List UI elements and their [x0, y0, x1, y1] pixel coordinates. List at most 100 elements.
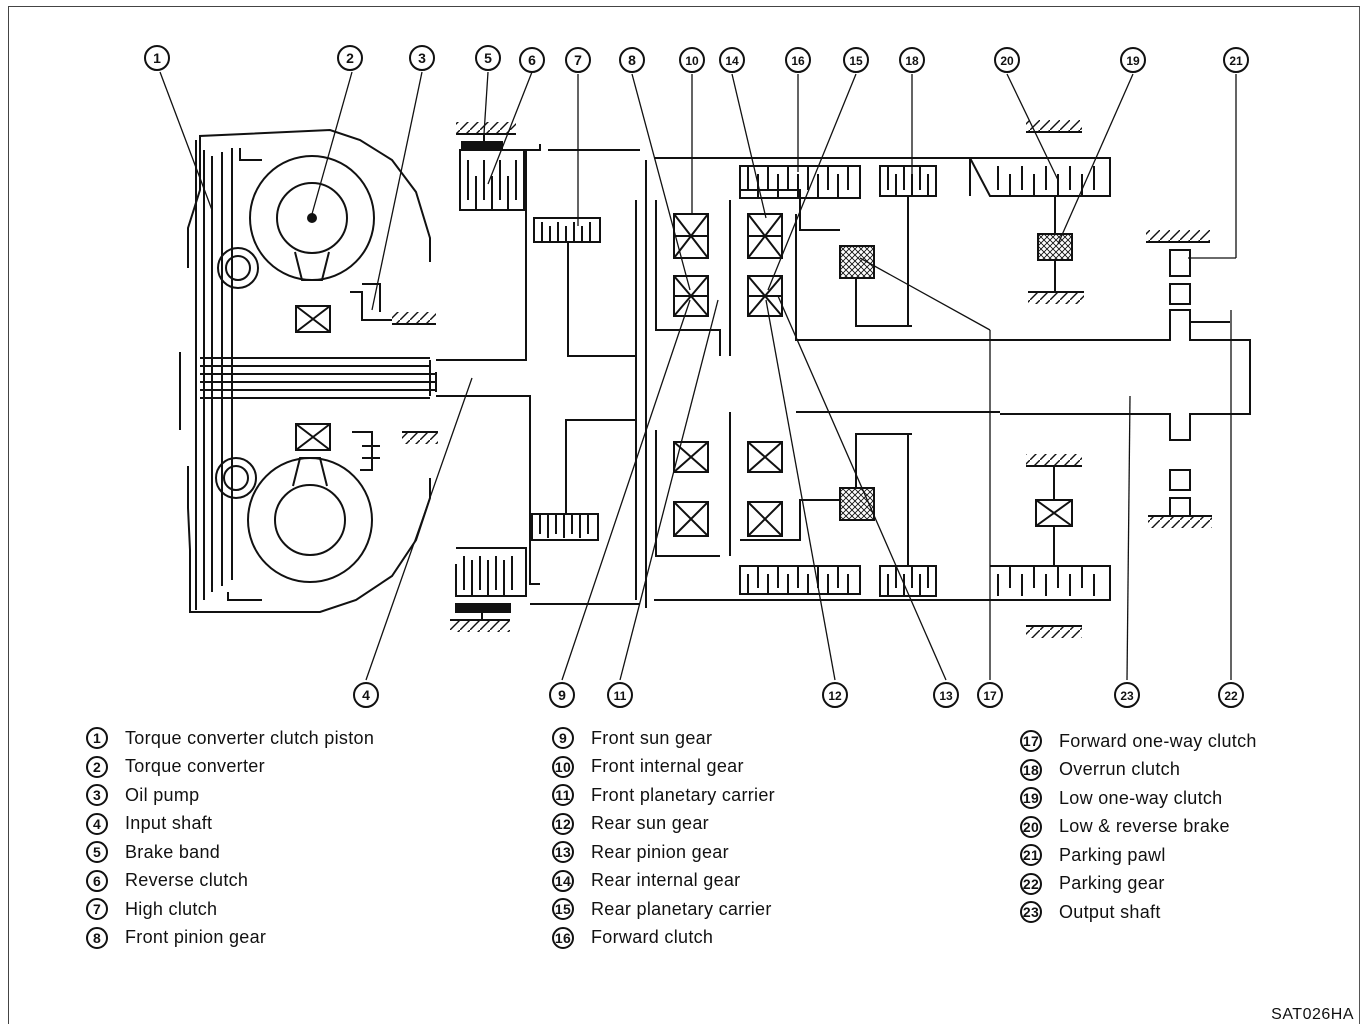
- callout-circle: [933, 682, 959, 708]
- callout-19: 19: [1120, 47, 1146, 73]
- legend-label: Rear internal gear: [591, 870, 741, 891]
- legend-label: High clutch: [125, 898, 218, 919]
- callout-18: 18: [899, 47, 925, 73]
- legend-number: 1: [86, 727, 108, 750]
- legend-number: 18: [1020, 758, 1042, 781]
- callout-circle: [475, 45, 501, 71]
- callout-circle: [822, 682, 848, 708]
- legend-label: Low & reverse brake: [1059, 816, 1230, 837]
- legend-item: 13 Rear pinion gear: [552, 838, 775, 867]
- legend-label: Low one-way clutch: [1059, 787, 1223, 808]
- legend-item: 23 Output shaft: [1020, 898, 1257, 927]
- figure-code: SAT026HA: [1271, 1006, 1354, 1023]
- figure-frame: [8, 6, 1360, 1024]
- callout-circle: [409, 45, 435, 71]
- legend-label: Front planetary carrier: [591, 784, 775, 805]
- legend-label: Oil pump: [125, 784, 200, 805]
- callout-13: 13: [933, 682, 959, 708]
- callout-15: 15: [843, 47, 869, 73]
- legend-label: Brake band: [125, 841, 221, 862]
- legend-number: 15: [552, 898, 574, 921]
- callout-3: 3: [409, 45, 435, 71]
- callout-number: 15: [849, 54, 863, 68]
- legend-item: 19 Low one-way clutch: [1020, 784, 1257, 813]
- legend-number: 6: [86, 869, 108, 892]
- callout-10: 10: [679, 47, 705, 73]
- callout-8: 8: [619, 47, 645, 73]
- callout-circle: [1114, 682, 1140, 708]
- legend-label: Output shaft: [1059, 901, 1161, 922]
- legend-label: Reverse clutch: [125, 870, 249, 891]
- legend-label: Parking gear: [1059, 873, 1165, 894]
- callout-6: 6: [519, 47, 545, 73]
- legend-label: Torque converter clutch piston: [125, 727, 375, 748]
- callout-number: 5: [484, 50, 492, 66]
- legend-number: 21: [1020, 844, 1042, 867]
- legend-label: Forward one-way clutch: [1059, 730, 1257, 751]
- callout-number: 20: [1000, 54, 1014, 68]
- torque-converter-impeller: [215, 155, 375, 583]
- callout-number: 23: [1120, 689, 1134, 703]
- callout-number: 21: [1229, 54, 1243, 68]
- callout-number: 17: [983, 689, 997, 703]
- callout-20: 20: [994, 47, 1020, 73]
- forward-one-way-clutch: [839, 245, 912, 521]
- callout-circle: [719, 47, 745, 73]
- callout-circle: [565, 47, 591, 73]
- legend-number: 19: [1020, 787, 1042, 810]
- callout-number: 8: [628, 52, 636, 68]
- callout-circle: [994, 47, 1020, 73]
- callout-14: 14: [719, 47, 745, 73]
- legend-label: Rear pinion gear: [591, 841, 729, 862]
- callout-5: 5: [475, 45, 501, 71]
- callout-circle: [549, 682, 575, 708]
- legend-number: 13: [552, 841, 574, 864]
- callout-circle: [785, 47, 811, 73]
- callout-number: 19: [1126, 54, 1140, 68]
- callout-11: 11: [607, 682, 633, 708]
- legend-label: Parking pawl: [1059, 844, 1166, 865]
- leader-lines: [159, 71, 1237, 681]
- callout-circle: [619, 47, 645, 73]
- legend-number: 12: [552, 812, 574, 835]
- callout-12: 12: [822, 682, 848, 708]
- callout-circle: [1120, 47, 1146, 73]
- callout-circle: [843, 47, 869, 73]
- legend-item: 1 Torque converter clutch piston: [86, 724, 374, 753]
- oil-pump: [350, 283, 438, 471]
- callout-number: 18: [905, 54, 919, 68]
- callout-number: 2: [346, 50, 354, 66]
- callout-number: 12: [828, 689, 842, 703]
- legend-label: Torque converter: [125, 756, 265, 777]
- low-reverse-brake: [968, 120, 1111, 638]
- callout-number: 7: [574, 52, 582, 68]
- overrun-clutch: [879, 165, 937, 597]
- legend-number: 22: [1020, 872, 1042, 895]
- callout-number: 10: [685, 54, 699, 68]
- legend-number: 23: [1020, 901, 1042, 924]
- callout-16: 16: [785, 47, 811, 73]
- callout-4: 4: [353, 682, 379, 708]
- legend-number: 4: [86, 812, 108, 835]
- reverse-clutch: [455, 149, 527, 597]
- legend-item: 21 Parking pawl: [1020, 841, 1257, 870]
- legend-number: 16: [552, 926, 574, 949]
- callout-1: 1: [144, 45, 170, 71]
- callout-number: 6: [528, 52, 536, 68]
- callout-number: 13: [939, 689, 953, 703]
- callout-number: 9: [558, 687, 566, 703]
